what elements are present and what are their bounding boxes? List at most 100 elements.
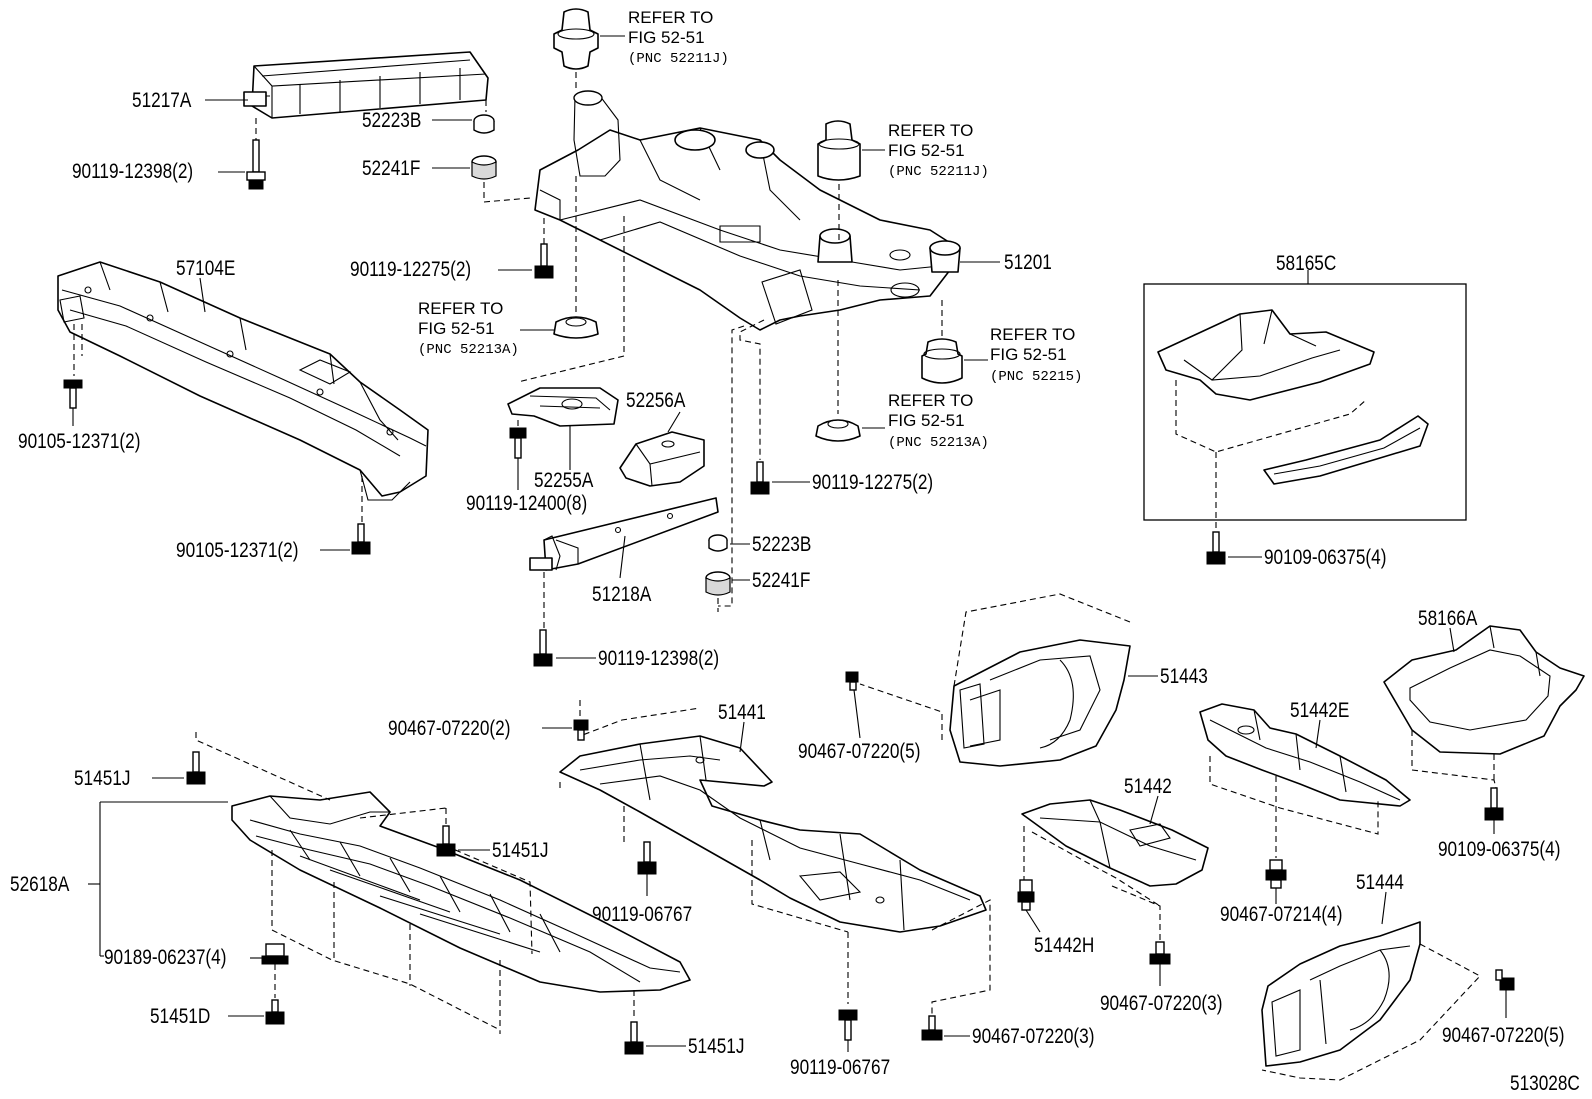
label-90109-06375-a: 90109-06375(4) bbox=[1264, 547, 1386, 570]
bolt-icon bbox=[534, 243, 554, 279]
bolt-icon bbox=[509, 427, 527, 459]
bolt-icon bbox=[265, 999, 285, 1025]
label-51218A: 51218A bbox=[592, 584, 652, 607]
part-51443-drawing bbox=[949, 639, 1131, 767]
mount-insulator-icon bbox=[553, 316, 599, 339]
bolt-icon bbox=[436, 825, 456, 857]
label-52618A: 52618A bbox=[10, 874, 70, 897]
pnc-ref-1: (PNC 52211J) bbox=[628, 51, 729, 67]
label-90105-12371-a: 90105-12371(2) bbox=[18, 431, 140, 454]
label-51451J-b: 51451J bbox=[492, 840, 548, 863]
bolt-icon bbox=[1484, 787, 1504, 821]
label-51442E: 51442E bbox=[1290, 700, 1349, 723]
label-90119-12275-right: 90119-12275(2) bbox=[812, 472, 933, 495]
fig-ref-1: FIG 52-51 bbox=[628, 28, 705, 47]
mount-insulator-icon bbox=[921, 338, 963, 384]
bushing-icon bbox=[471, 155, 497, 180]
part-51442-drawing bbox=[1021, 799, 1209, 887]
label-52256A: 52256A bbox=[626, 390, 686, 413]
bolt-icon bbox=[186, 751, 206, 785]
bolt-icon bbox=[533, 629, 553, 667]
label-51217A: 51217A bbox=[132, 90, 192, 113]
label-52223B-top: 52223B bbox=[362, 110, 421, 133]
part-51441-drawing bbox=[559, 735, 987, 933]
clip-icon bbox=[1149, 941, 1171, 965]
pnc-ref-5: (PNC 52213A) bbox=[888, 435, 989, 451]
bushing-icon bbox=[705, 571, 731, 596]
part-51442E-drawing bbox=[1199, 703, 1411, 807]
bolt-icon bbox=[246, 139, 266, 190]
refer-to-1: REFER TO bbox=[628, 8, 713, 27]
label-51441: 51441 bbox=[718, 702, 766, 725]
part-58166A-drawing bbox=[1383, 625, 1585, 755]
mount-insulator-icon bbox=[553, 8, 599, 70]
refer-to-3: REFER TO bbox=[418, 299, 503, 318]
fig-ref-4: FIG 52-51 bbox=[990, 345, 1067, 364]
label-52241F-bot: 52241F bbox=[752, 570, 810, 593]
clip-icon bbox=[1017, 879, 1035, 911]
label-58166A: 58166A bbox=[1418, 608, 1478, 631]
part-52618A-drawing bbox=[231, 791, 691, 993]
clip-icon bbox=[1265, 859, 1287, 889]
part-57104E-drawing bbox=[57, 261, 429, 501]
clip-icon bbox=[573, 719, 589, 741]
mount-insulator-icon bbox=[815, 419, 861, 442]
label-51442: 51442 bbox=[1124, 776, 1172, 799]
part-51218A-drawing bbox=[529, 497, 719, 571]
label-51451J-c: 51451J bbox=[688, 1036, 744, 1059]
bolt-icon bbox=[351, 523, 371, 555]
refer-to-2: REFER TO bbox=[888, 121, 973, 140]
label-57104E: 57104E bbox=[176, 258, 235, 281]
clip-icon bbox=[261, 943, 289, 965]
label-90189-06237: 90189-06237(4) bbox=[104, 947, 226, 970]
part-52256A-drawing bbox=[619, 431, 705, 487]
label-52223B-bot: 52223B bbox=[752, 534, 811, 557]
bolt-icon bbox=[1206, 531, 1226, 565]
clip-icon bbox=[845, 671, 859, 691]
label-90119-12275-left: 90119-12275(2) bbox=[350, 259, 471, 282]
label-51451J-a: 51451J bbox=[74, 768, 130, 791]
part-58165C-drawing bbox=[1157, 309, 1429, 485]
part-51217A-drawing bbox=[243, 51, 489, 119]
bolt-icon bbox=[63, 379, 83, 409]
label-51451D: 51451D bbox=[150, 1006, 210, 1029]
label-51442H: 51442H bbox=[1034, 935, 1094, 958]
label-90105-12371-b: 90105-12371(2) bbox=[176, 540, 298, 563]
label-52255A: 52255A bbox=[534, 470, 594, 493]
label-90467-07220-3a: 90467-07220(3) bbox=[972, 1026, 1094, 1049]
part-51201-drawing bbox=[534, 90, 961, 331]
label-90109-06375-b: 90109-06375(4) bbox=[1438, 839, 1560, 862]
label-51201: 51201 bbox=[1004, 252, 1052, 275]
fig-ref-3: FIG 52-51 bbox=[418, 319, 495, 338]
label-90119-12400: 90119-12400(8) bbox=[466, 493, 587, 516]
label-51444: 51444 bbox=[1356, 872, 1404, 895]
bolt-icon bbox=[624, 1021, 644, 1055]
bolt-icon bbox=[838, 1009, 858, 1041]
bushing-icon bbox=[708, 534, 728, 552]
pnc-ref-2: (PNC 52211J) bbox=[888, 164, 989, 180]
label-90467-07220-2: 90467-07220(2) bbox=[388, 718, 510, 741]
bolt-icon bbox=[750, 461, 770, 495]
refer-to-4: REFER TO bbox=[990, 325, 1075, 344]
label-51443: 51443 bbox=[1160, 666, 1208, 689]
label-90467-07220-3b: 90467-07220(3) bbox=[1100, 993, 1222, 1016]
pnc-ref-4: (PNC 52215) bbox=[990, 369, 1082, 385]
label-52241F-top: 52241F bbox=[362, 158, 420, 181]
bushing-icon bbox=[473, 114, 495, 134]
fig-ref-5: FIG 52-51 bbox=[888, 411, 965, 430]
pnc-ref-3: (PNC 52213A) bbox=[418, 342, 519, 358]
label-90119-12398-top: 90119-12398(2) bbox=[72, 161, 193, 184]
refer-to-5: REFER TO bbox=[888, 391, 973, 410]
label-90119-12398-bot: 90119-12398(2) bbox=[598, 648, 719, 671]
label-90119-06767-b: 90119-06767 bbox=[790, 1057, 890, 1080]
label-90467-07220-5a: 90467-07220(5) bbox=[798, 741, 920, 764]
fig-ref-2: FIG 52-51 bbox=[888, 141, 965, 160]
label-58165C: 58165C bbox=[1276, 253, 1336, 276]
part-52255A-drawing bbox=[507, 387, 619, 427]
figure-code: 513028C bbox=[1510, 1073, 1580, 1096]
box-58165C bbox=[1143, 283, 1467, 521]
label-90467-07214: 90467-07214(4) bbox=[1220, 904, 1342, 927]
label-90119-06767-a: 90119-06767 bbox=[592, 904, 692, 927]
clip-icon bbox=[921, 1015, 943, 1041]
